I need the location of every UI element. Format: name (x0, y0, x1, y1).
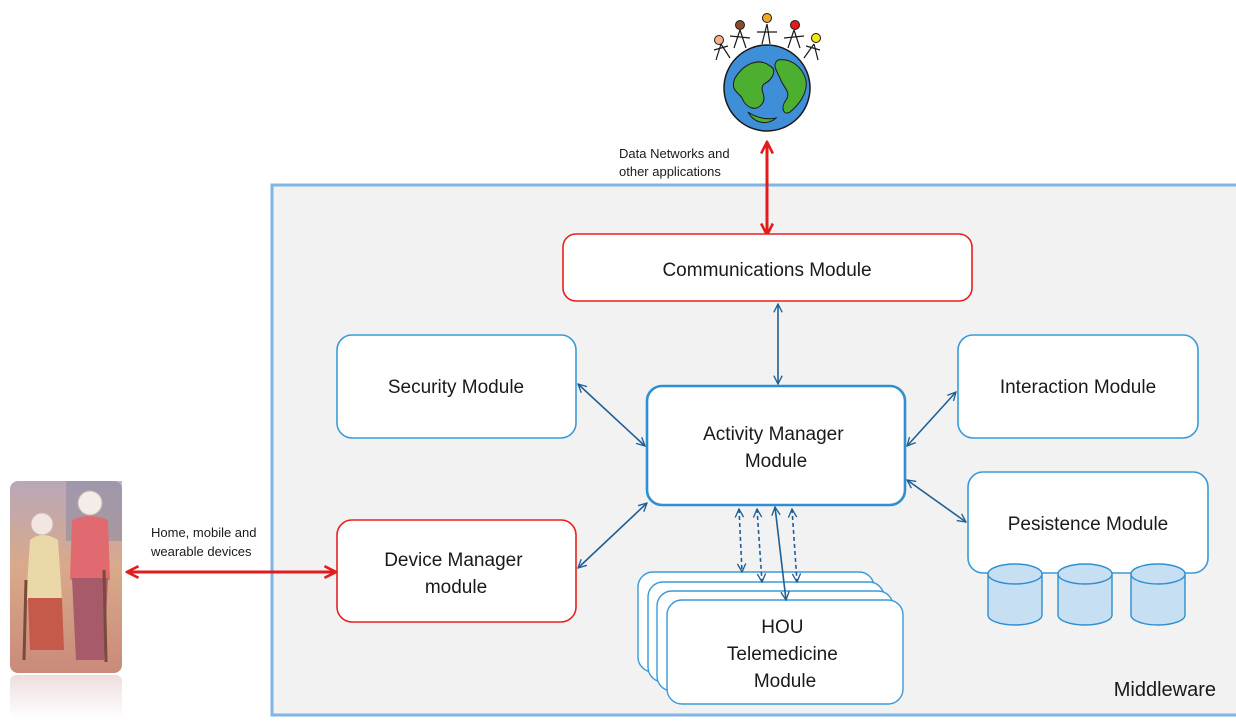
persistence-module[interactable]: Pesistence Module (967, 471, 1209, 626)
hou-telemedicine-module-stack[interactable]: HOU Telemedicine Module (637, 571, 904, 705)
interaction-module[interactable]: Interaction Module (957, 334, 1199, 439)
module-connectors (578, 304, 966, 600)
database-icon (987, 563, 1186, 626)
security-module[interactable]: Security Module (336, 334, 577, 439)
globe-icon (713, 13, 821, 132)
communications-module[interactable]: Communications Module (562, 233, 973, 302)
middleware-label: Middleware (1114, 679, 1216, 701)
device-manager-module[interactable]: Device Manager module (336, 519, 577, 623)
arrow-activity-hou-solid (775, 507, 786, 600)
interaction-module-label: Interaction Module (1000, 377, 1156, 398)
arrow-activity-persistence (907, 480, 966, 522)
elderly-couple-image (10, 481, 122, 719)
arrow-device-activity (578, 503, 647, 568)
devices-label: Home, mobile and wearable devices (150, 525, 260, 559)
hou-telemedicine-module-label: HOU Telemedicine Module (727, 617, 843, 692)
security-module-label: Security Module (388, 377, 524, 398)
persistence-module-label: Pesistence Module (1008, 514, 1169, 535)
arrow-activity-hou-dashed-1 (739, 509, 742, 572)
communications-module-label: Communications Module (662, 260, 871, 281)
device-manager-module-label: Device Manager module (384, 550, 528, 598)
network-label: Data Networks and other applications (619, 146, 733, 179)
arrow-security-activity (578, 384, 645, 446)
arrow-activity-hou-dashed-3 (792, 509, 797, 582)
arrow-interaction-activity (907, 392, 956, 446)
activity-manager-module[interactable]: Activity Manager Module (645, 384, 907, 507)
arrow-activity-hou-dashed-2 (757, 509, 762, 582)
activity-manager-module-label: Activity Manager Module (703, 424, 849, 472)
